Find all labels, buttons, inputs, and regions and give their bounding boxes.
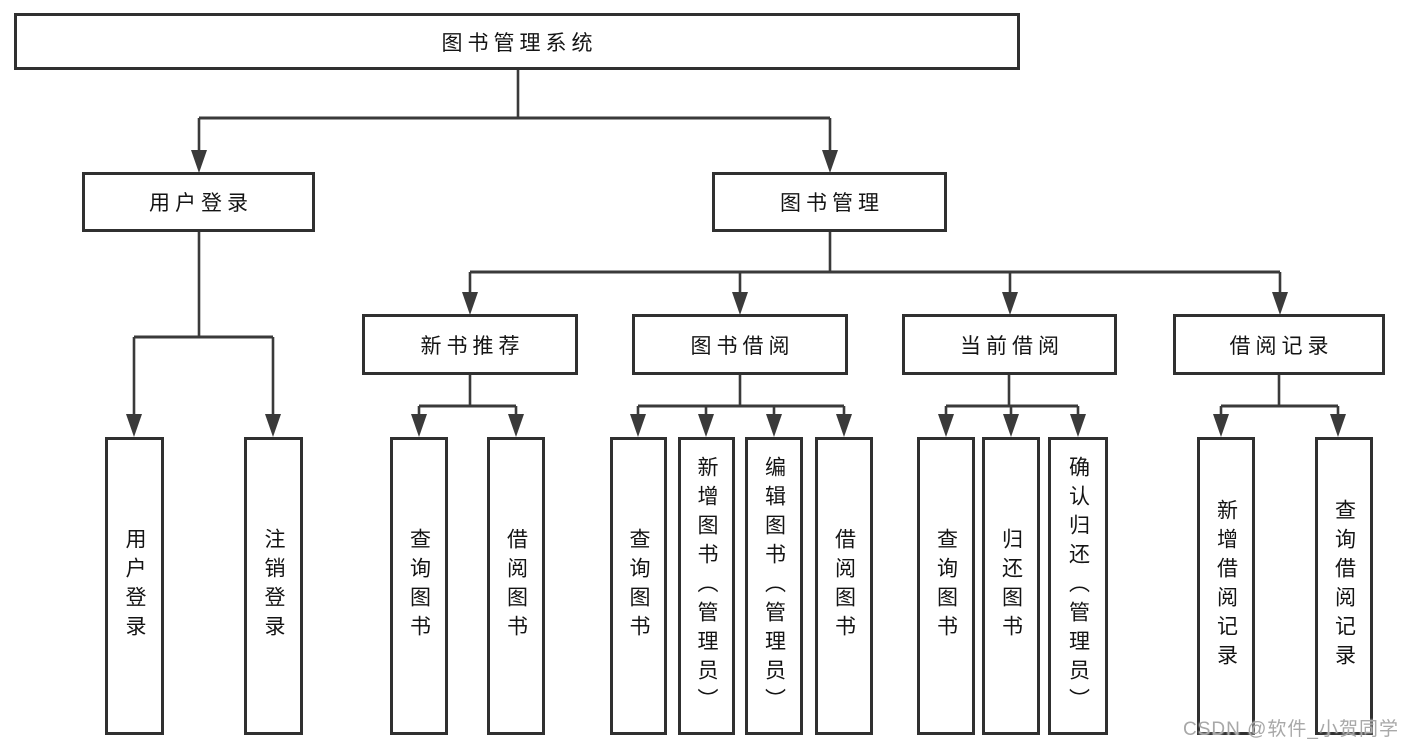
leaf-query-borrow-record: 查询借阅记录 xyxy=(1315,437,1373,735)
node-root-system: 图书管理系统 xyxy=(14,13,1020,70)
leaf-add-books-admin: 新增图书（管理员） xyxy=(678,437,735,735)
leaf-add-borrow-record: 新增借阅记录 xyxy=(1197,437,1255,735)
leaf-label: 注销登录 xyxy=(262,528,285,644)
leaf-label: 用户登录 xyxy=(123,528,146,644)
leaf-label: 借阅图书 xyxy=(504,528,528,644)
leaf-borrow-query-books: 查询图书 xyxy=(610,437,667,735)
leaf-label: 查询图书 xyxy=(407,528,431,644)
leaf-label: 新增图书（管理员） xyxy=(695,455,718,717)
node-user-login-branch: 用户登录 xyxy=(82,172,315,232)
leaf-label: 新增借阅记录 xyxy=(1214,499,1238,673)
leaf-label: 查询借阅记录 xyxy=(1332,499,1356,673)
leaf-label: 查询图书 xyxy=(627,528,650,644)
leaf-label: 确认归还（管理员） xyxy=(1066,455,1090,717)
leaf-return-books: 归还图书 xyxy=(982,437,1040,735)
leaf-recommend-borrow-books: 借阅图书 xyxy=(487,437,545,735)
leaf-current-query-books: 查询图书 xyxy=(917,437,975,735)
node-book-management-branch: 图书管理 xyxy=(712,172,947,232)
csdn-watermark: CSDN @软件_小贺同学 xyxy=(1183,719,1399,740)
leaf-confirm-return-admin: 确认归还（管理员） xyxy=(1048,437,1108,735)
node-book-borrowing: 图书借阅 xyxy=(632,314,848,375)
leaf-user-login: 用户登录 xyxy=(105,437,164,735)
leaf-recommend-query-books: 查询图书 xyxy=(390,437,448,735)
node-current-borrowing: 当前借阅 xyxy=(902,314,1117,375)
node-borrow-records: 借阅记录 xyxy=(1173,314,1385,375)
leaf-label: 借阅图书 xyxy=(832,528,856,644)
node-new-book-recommend: 新书推荐 xyxy=(362,314,578,375)
leaf-label: 查询图书 xyxy=(934,528,958,644)
leaf-edit-books-admin: 编辑图书（管理员） xyxy=(745,437,803,735)
leaf-borrow-books: 借阅图书 xyxy=(815,437,873,735)
arrowheads xyxy=(126,150,1346,437)
leaf-label: 编辑图书（管理员） xyxy=(762,455,786,717)
leaf-logout: 注销登录 xyxy=(244,437,303,735)
leaf-label: 归还图书 xyxy=(999,528,1023,644)
